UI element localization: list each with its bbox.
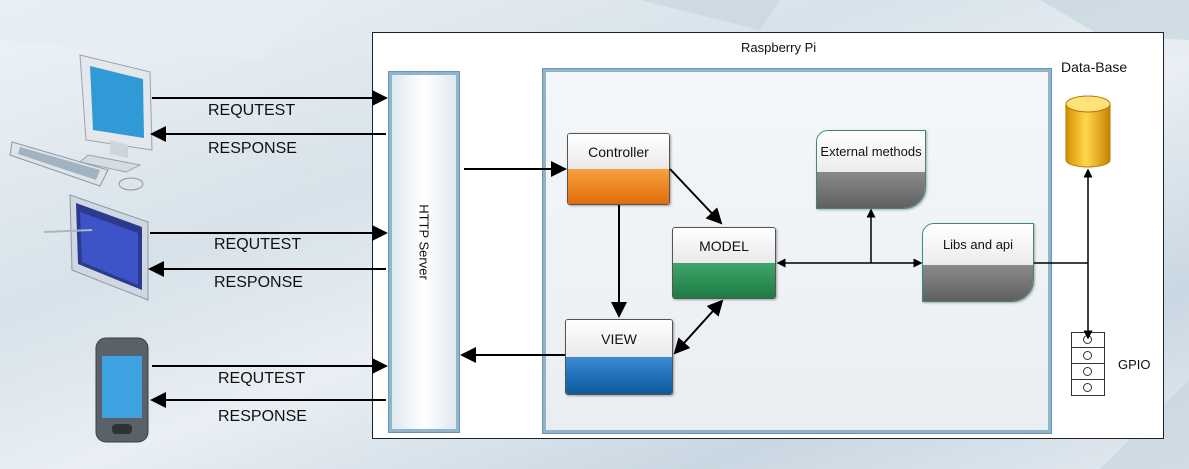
desktop-request-label: REQUTEST [208,102,296,119]
view-label: VIEW [566,320,672,357]
database-label: Data-Base [1061,59,1128,75]
libs-api-box: Libs and api [922,223,1034,302]
gpio-pin [1071,380,1105,396]
model-box: MODEL [672,227,776,299]
external-methods-box: External methods [816,130,926,209]
gpio-pin-dot [1083,383,1092,392]
phone-request-label: REQUTEST [218,370,306,387]
tablet-icon [43,194,149,301]
gpio-label: GPIO [1118,357,1151,372]
tablet-request-label: REQUTEST [214,236,302,253]
desktop-response-label: RESPONSE [208,140,297,157]
controller-color-bar [568,169,669,204]
controller-to-model-arrow [669,168,723,225]
controller-box: Controller [567,133,670,205]
gpio-pin [1071,364,1105,380]
phone-response-label: RESPONSE [218,408,307,425]
view-color-bar [566,357,672,394]
mobile-phone-icon [95,337,149,443]
model-view-arrow [673,299,724,355]
external-methods-label: External methods [817,131,925,172]
libs-api-color-bar [923,265,1033,301]
model-color-bar [673,263,775,298]
external-methods-color-bar [817,172,925,208]
controller-label: Controller [568,134,669,169]
gpio-pin-dot [1083,367,1092,376]
desktop-computer-icon [9,54,153,191]
tablet-response-label: RESPONSE [214,274,303,291]
libs-api-label: Libs and api [923,224,1033,265]
raspberry-pi-title: Raspberry Pi [741,40,817,55]
model-label: MODEL [673,228,775,263]
gpio-pin-dot [1083,351,1092,360]
gpio-pin [1071,348,1105,364]
view-box: VIEW [565,319,673,395]
http-server-block [388,71,460,433]
